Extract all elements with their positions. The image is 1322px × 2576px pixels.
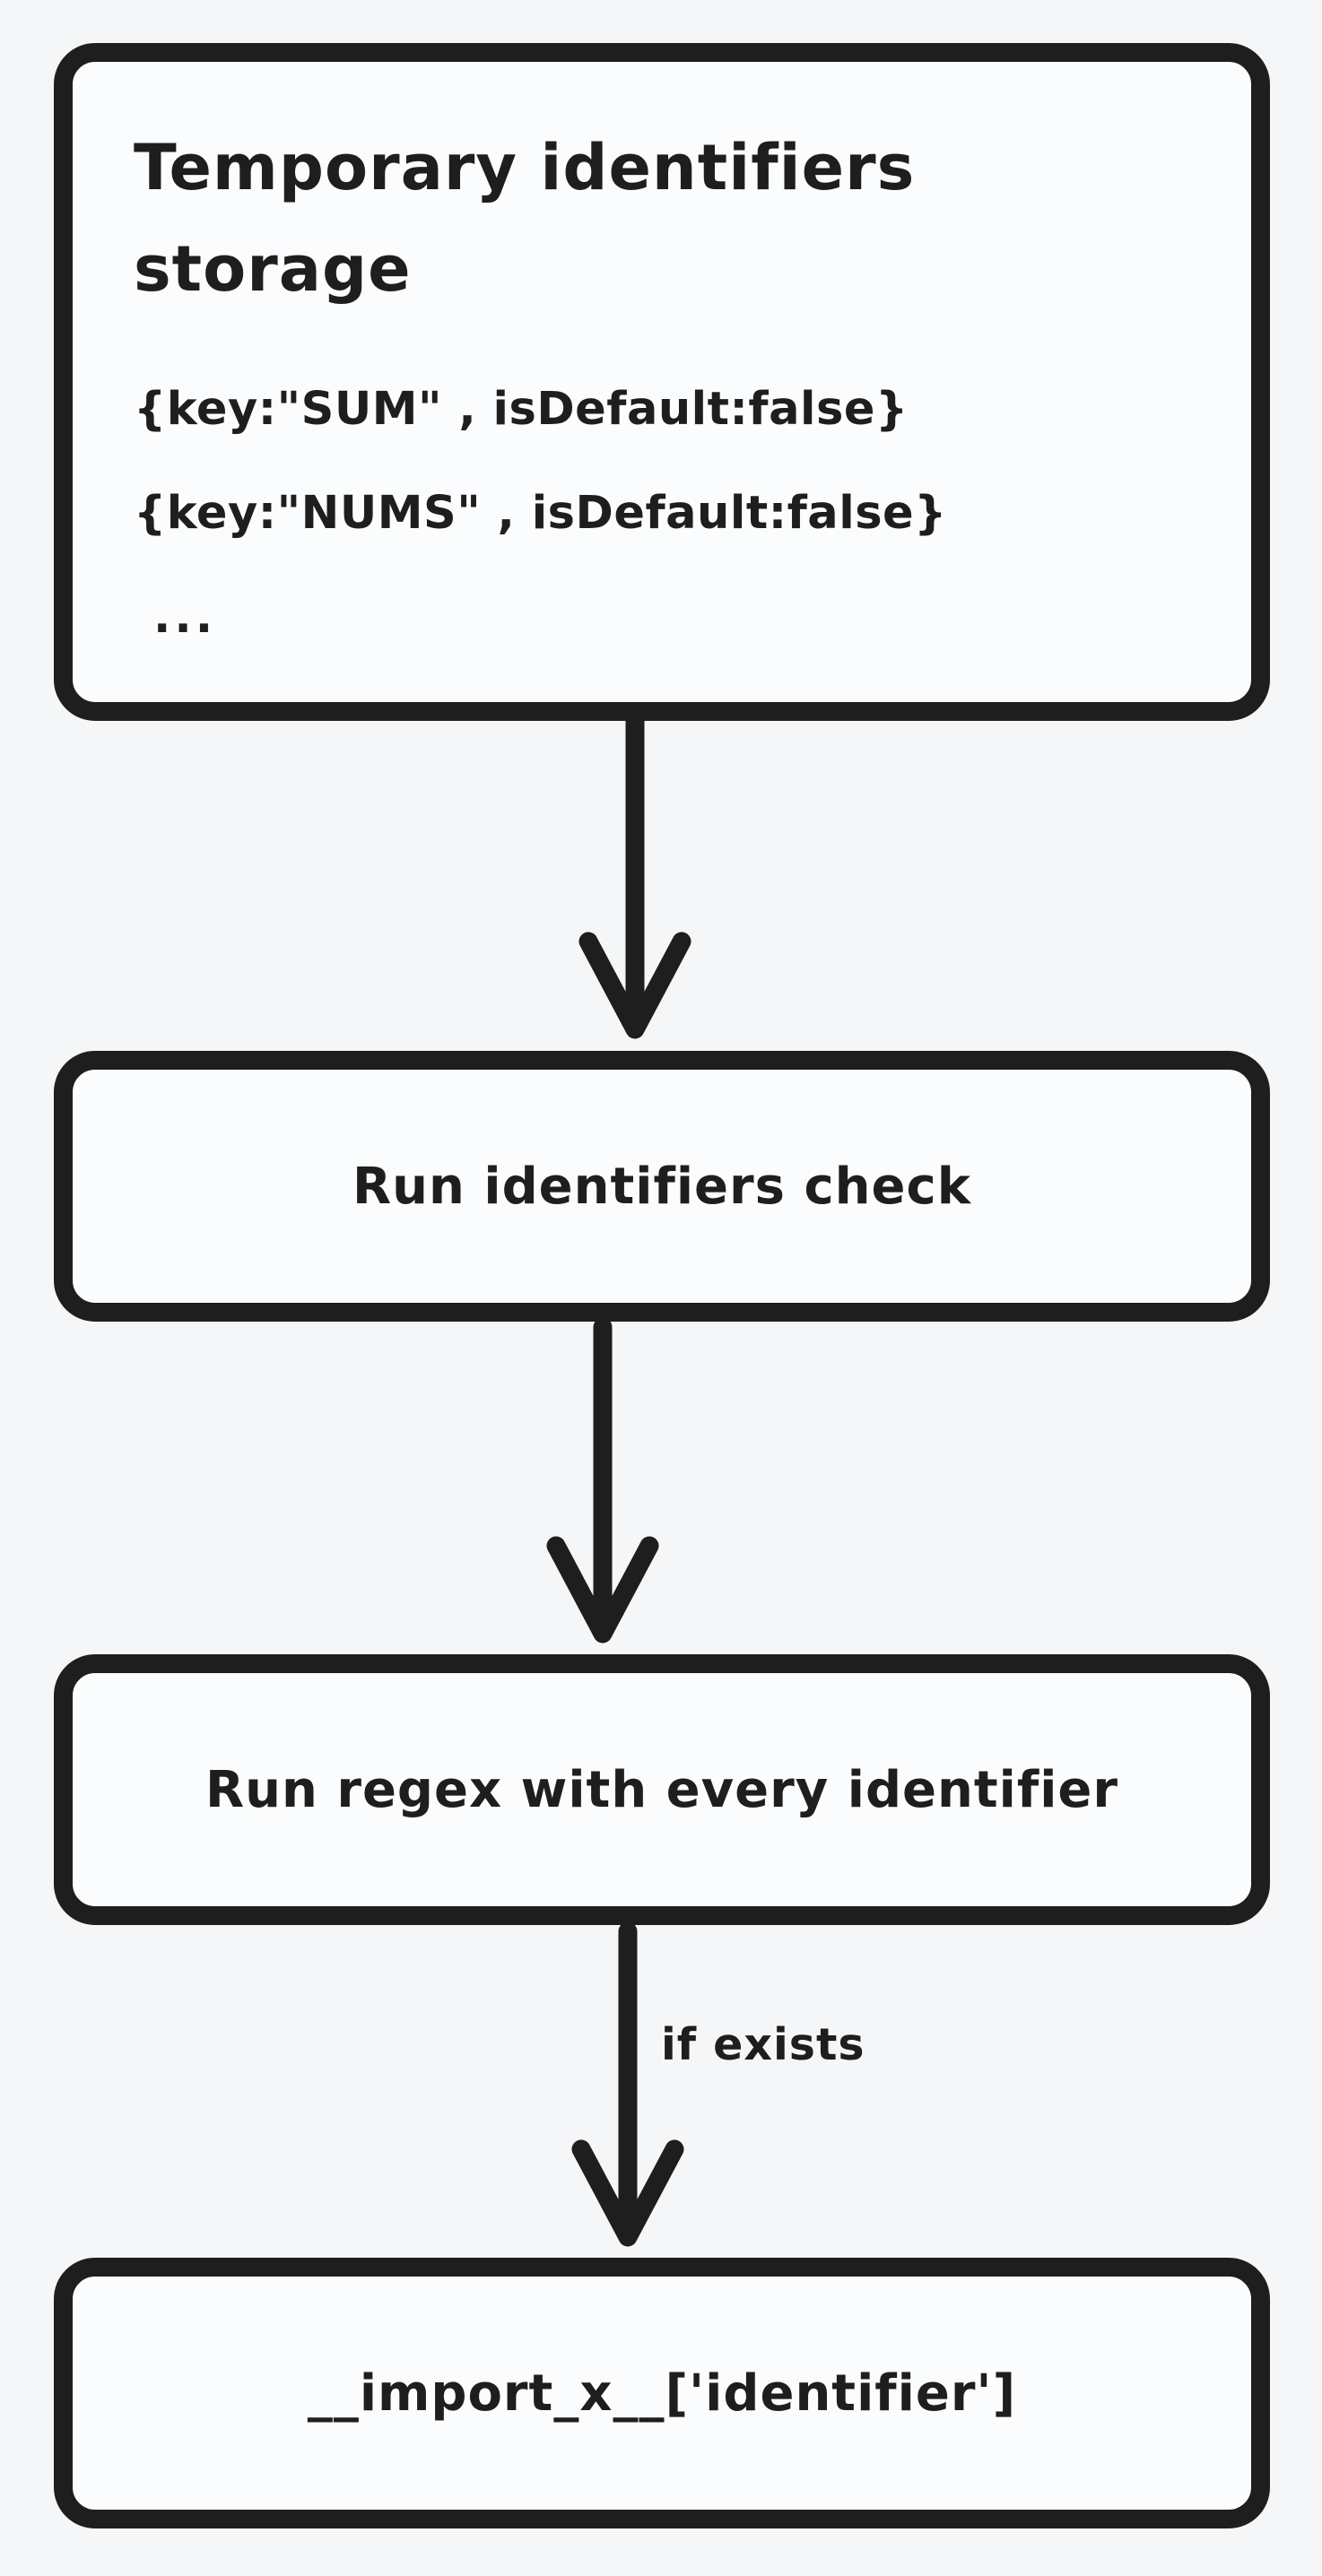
arrow-down-icon <box>546 1317 659 1644</box>
storage-entry: {key:"SUM" , isDefault:false} <box>134 383 909 436</box>
storage-entry: {key:"NUMS" , isDefault:false} <box>134 487 947 540</box>
node-title: Temporary identifiers storage <box>134 131 916 306</box>
arrow-down-icon <box>571 1921 684 2247</box>
node-run-regex-with-every-identifier: Run regex with every identifier <box>54 1654 1270 1925</box>
storage-ellipsis: ... <box>153 591 217 644</box>
arrow-down-icon <box>578 711 691 1039</box>
node-import-x-identifier: __import_x__['identifier'] <box>54 2258 1270 2528</box>
storage-entries: {key:"SUM" , isDefault:false} {key:"NUMS… <box>134 358 1197 670</box>
node-run-identifiers-check: Run identifiers check <box>54 1051 1270 1322</box>
edge-label-if-exists: if exists <box>661 2019 865 2070</box>
node-label: Run identifiers check <box>352 1157 971 1216</box>
node-label: __import_x__['identifier'] <box>307 2364 1017 2423</box>
node-temporary-identifiers-storage: Temporary identifiers storage {key:"SUM"… <box>54 43 1270 721</box>
node-label: Run regex with every identifier <box>204 1760 1119 1819</box>
